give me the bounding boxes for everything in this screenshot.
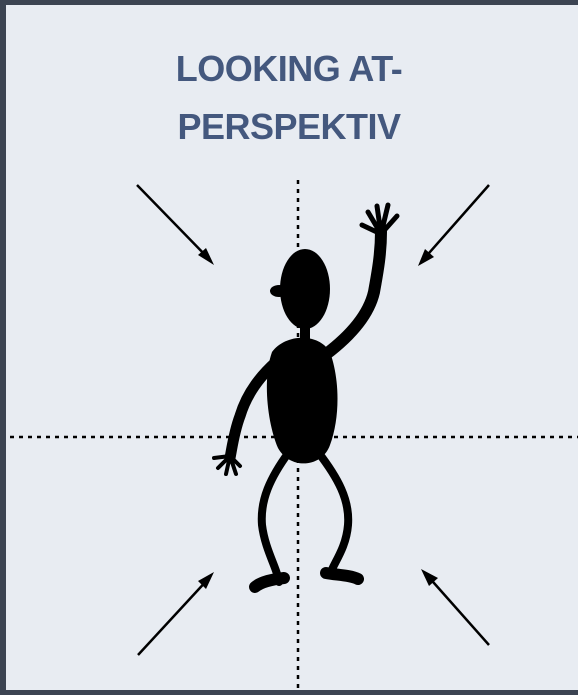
arrow-icon-top-right [418,185,489,266]
arrow-icon-bottom-right [421,569,489,645]
arrow-icon-top-left [137,185,214,265]
arrow-icon-bottom-left [138,572,214,655]
stick-figure-icon [214,205,397,587]
